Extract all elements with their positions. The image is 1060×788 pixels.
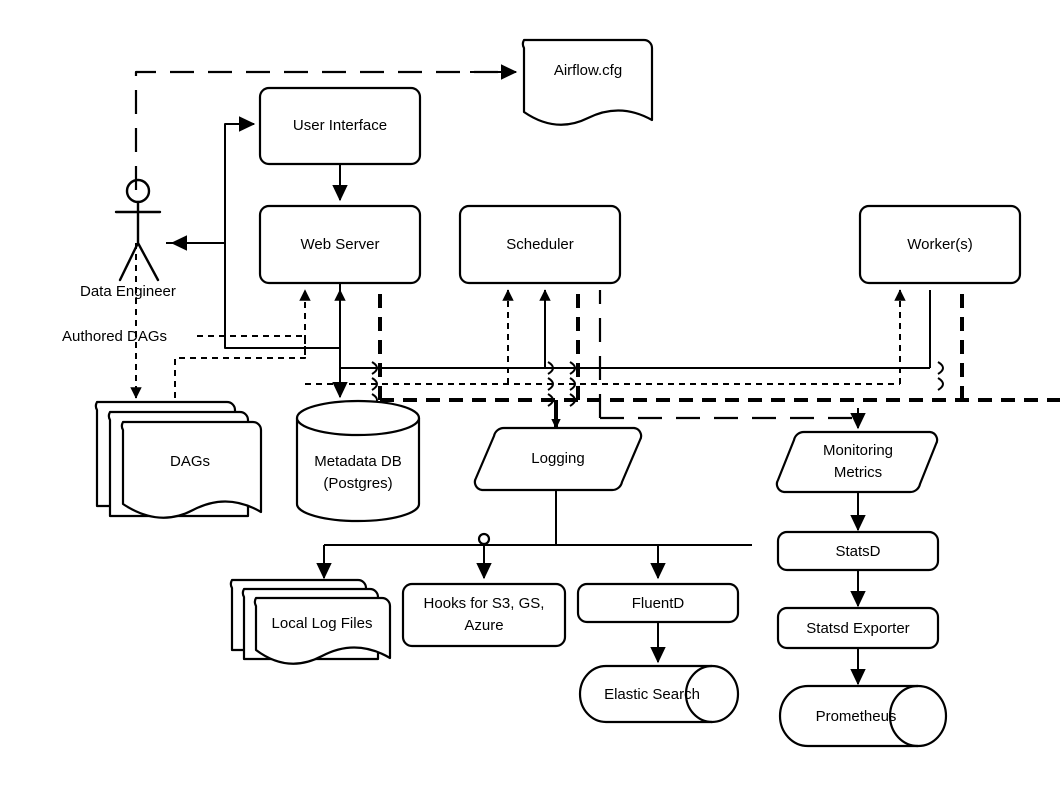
- statsd-exporter-label: Statsd Exporter: [806, 620, 909, 637]
- node-metadata-db[interactable]: Metadata DB (Postgres): [295, 399, 421, 523]
- edge-engineer-to-airflowcfg: [134, 70, 500, 190]
- logging-shape: [473, 426, 643, 492]
- jump-10: [937, 361, 944, 375]
- metadata-db-top: [295, 399, 421, 437]
- edge-dags-to-webserver: [174, 289, 311, 398]
- node-web-server[interactable]: Web Server: [258, 204, 422, 285]
- hooks-label-1: Hooks for S3, GS,: [424, 595, 545, 612]
- actor-data-engineer[interactable]: Data Engineer: [80, 178, 176, 300]
- jump-1: [371, 361, 378, 375]
- statsd-shape: [776, 530, 940, 572]
- elastic-search-label: Elastic Search: [604, 686, 700, 703]
- node-logging[interactable]: Logging: [473, 426, 643, 492]
- node-dags[interactable]: DAGs: [94, 400, 263, 519]
- jump-circle-logging: [477, 532, 491, 546]
- dags-label: DAGs: [170, 453, 210, 470]
- monitoring-metrics-label-1: Monitoring: [823, 442, 893, 459]
- data-engineer-label: Data Engineer: [80, 283, 176, 300]
- metadata-db-body: [295, 416, 421, 523]
- prometheus-cap: [888, 684, 919, 748]
- node-prometheus[interactable]: Prometheus: [778, 684, 948, 748]
- scheduler-label: Scheduler: [506, 236, 574, 253]
- web-server-shape: [258, 204, 422, 285]
- monitoring-metrics-label-2: Metrics: [834, 464, 882, 481]
- prometheus-label: Prometheus: [816, 708, 897, 725]
- node-workers[interactable]: Worker(s): [858, 204, 1022, 285]
- workers-label: Worker(s): [907, 236, 973, 253]
- node-scheduler[interactable]: Scheduler: [458, 204, 622, 285]
- jump-5: [547, 377, 554, 391]
- node-fluentd[interactable]: FluentD: [576, 582, 740, 624]
- node-airflow-cfg[interactable]: Airflow.cfg: [521, 38, 654, 126]
- node-hooks[interactable]: Hooks for S3, GS, Azure: [401, 582, 567, 648]
- jump-11: [937, 377, 944, 391]
- jump-7: [569, 361, 576, 375]
- statsd-label: StatsD: [835, 543, 880, 560]
- node-user-interface[interactable]: User Interface: [258, 86, 422, 166]
- edge-engineer-to-ui: [166, 116, 256, 244]
- user-interface-label: User Interface: [293, 117, 387, 134]
- node-local-log-files[interactable]: Local Log Files: [229, 578, 392, 665]
- node-elastic-search[interactable]: Elastic Search: [578, 664, 740, 724]
- node-monitoring-metrics[interactable]: Monitoring Metrics: [775, 430, 939, 494]
- airflow-cfg-label: Airflow.cfg: [554, 62, 622, 79]
- jump-2: [371, 377, 378, 391]
- local-log-files-label: Local Log Files: [272, 615, 373, 632]
- hooks-label-2: Azure: [464, 617, 503, 634]
- fluentd-shape: [576, 582, 740, 624]
- web-server-label: Web Server: [301, 236, 380, 253]
- data-engineer-body-icon: [114, 200, 162, 282]
- node-statsd-exporter[interactable]: Statsd Exporter: [776, 606, 940, 650]
- fluentd-label: FluentD: [632, 595, 685, 612]
- authored-dags-label: Authored DAGs: [62, 328, 167, 345]
- statsd-exporter-shape: [776, 606, 940, 650]
- airflow-cfg-shape: [521, 38, 654, 126]
- monitoring-metrics-shape: [775, 430, 939, 494]
- data-engineer-head-icon: [125, 178, 151, 204]
- logging-label: Logging: [531, 450, 584, 467]
- hooks-shape: [401, 582, 567, 648]
- jump-4: [547, 361, 554, 375]
- metadata-db-label-1: Metadata DB: [314, 453, 402, 470]
- jump-8: [569, 377, 576, 391]
- edge-authored-dags-stub: [197, 335, 306, 358]
- bus-longdash-monitoring: [600, 416, 860, 426]
- elastic-search-cap: [684, 664, 713, 724]
- local-log-files-front: [253, 596, 392, 665]
- workers-shape: [858, 204, 1022, 285]
- jump-9: [569, 393, 576, 407]
- user-interface-shape: [258, 86, 422, 166]
- metadata-db-label-2: (Postgres): [323, 475, 392, 492]
- node-statsd[interactable]: StatsD: [776, 530, 940, 572]
- jump-6: [547, 393, 554, 407]
- dags-shape-front: [120, 420, 263, 519]
- scheduler-shape: [458, 204, 622, 285]
